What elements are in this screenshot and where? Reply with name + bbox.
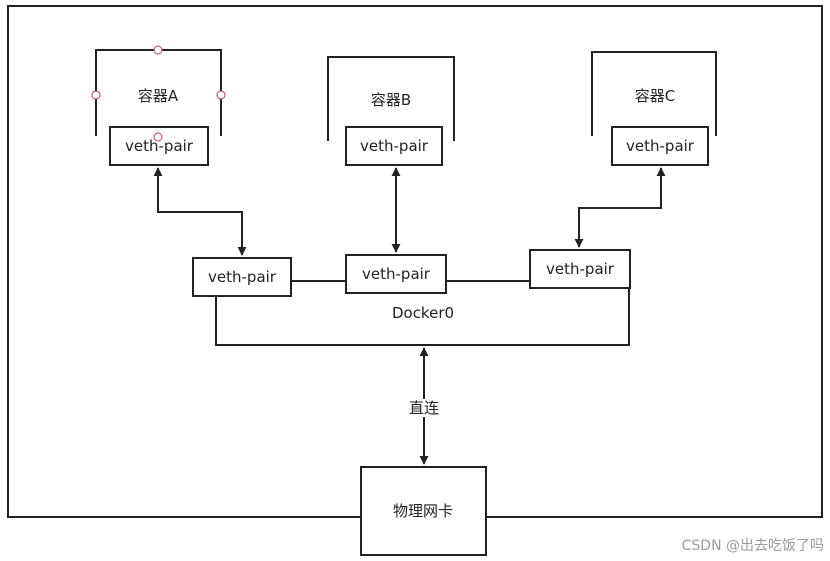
bridge-veth-box-3 [529, 249, 631, 289]
bridge-veth-label-1: veth-pair [208, 268, 276, 286]
container-b-veth-label: veth-pair [360, 137, 428, 155]
arrow-c-to-bridge [574, 167, 666, 248]
arrow-a-to-bridge [153, 167, 247, 256]
container-c [591, 51, 717, 166]
container-a-label: 容器A [137, 87, 179, 105]
container-c-label: 容器C [634, 87, 676, 105]
bridge-veth-box-1 [192, 257, 292, 297]
container-a [91, 45, 226, 166]
container-c-veth-label: veth-pair [626, 137, 694, 155]
container-b [327, 56, 455, 166]
nic-box [360, 466, 487, 556]
docker0-bridge-outline [215, 288, 630, 346]
container-a-veth-label: veth-pair [125, 137, 193, 155]
docker0-label: Docker0 [391, 304, 455, 322]
watermark: CSDN @出去吃饭了吗 [681, 538, 824, 554]
bridge-veth-label-3: veth-pair [546, 260, 614, 278]
bridge-veth-box-2 [345, 254, 447, 294]
container-b-label: 容器B [370, 91, 412, 109]
nic-label: 物理网卡 [392, 502, 454, 520]
container-c-veth-box [611, 126, 709, 166]
direct-link-label: 直连 [405, 399, 443, 417]
selection-handles [91, 45, 226, 142]
container-b-veth-box [345, 126, 443, 166]
bridge-veth-label-2: veth-pair [362, 265, 430, 283]
